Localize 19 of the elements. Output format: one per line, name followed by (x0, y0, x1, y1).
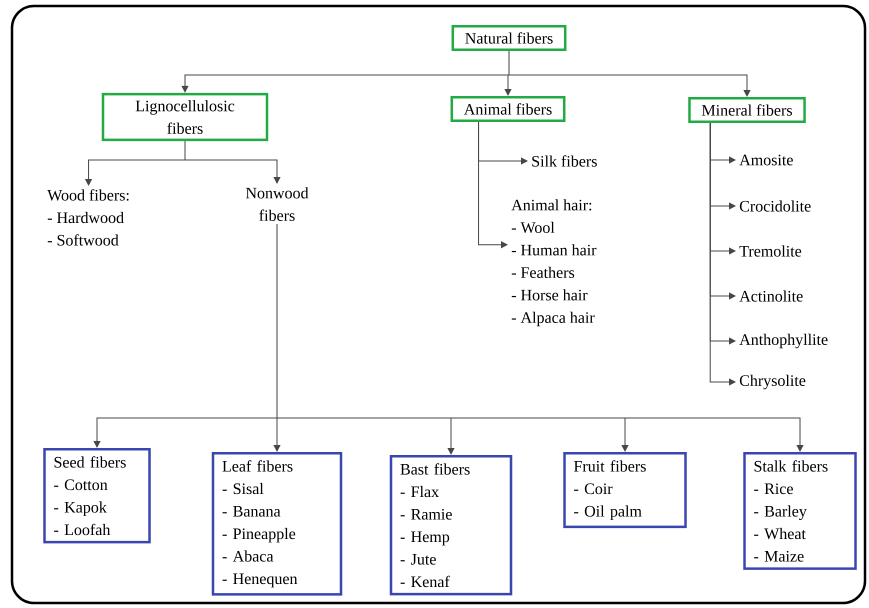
list-text: Actinolite (739, 290, 803, 302)
list-text: Chrysolite (740, 374, 806, 390)
list-text: Animal hair: - Wool - Human hair - Feathers - Horse hair - Alpaca hair (511, 199, 596, 326)
list-text: Anthophyllite (739, 334, 828, 348)
list-text: Wood fibers: - Hardwood - Softwood (47, 189, 129, 246)
list-text: Silk fibers (532, 155, 597, 167)
category-box: Lignocellulosic fibers (102, 92, 268, 142)
category-box: Mineral fibers (688, 97, 806, 123)
group-box: Fruit fibers - Coir - Oil palm (563, 452, 687, 528)
list-text: Crocidolite (740, 200, 811, 212)
list-text: Nonwood fibers (246, 187, 308, 221)
group-box: Seed fibers - Cotton - Kapok - Loofah (43, 448, 151, 544)
category-box: Natural fibers (452, 25, 566, 51)
category-box: Animal fibers (450, 96, 566, 122)
group-box: Leaf fibers - Sisal - Banana - Pineapple - Abaca - Henequen (212, 452, 342, 596)
list-text: Amosite (739, 154, 793, 166)
group-box: Bast fibers - Flax - Ramie - Hemp - Jute - Kenaf (390, 455, 512, 596)
group-box: Stalk fibers - Rice - Barley - Wheat - Maize (743, 452, 857, 570)
list-text: Tremolite (740, 245, 802, 257)
